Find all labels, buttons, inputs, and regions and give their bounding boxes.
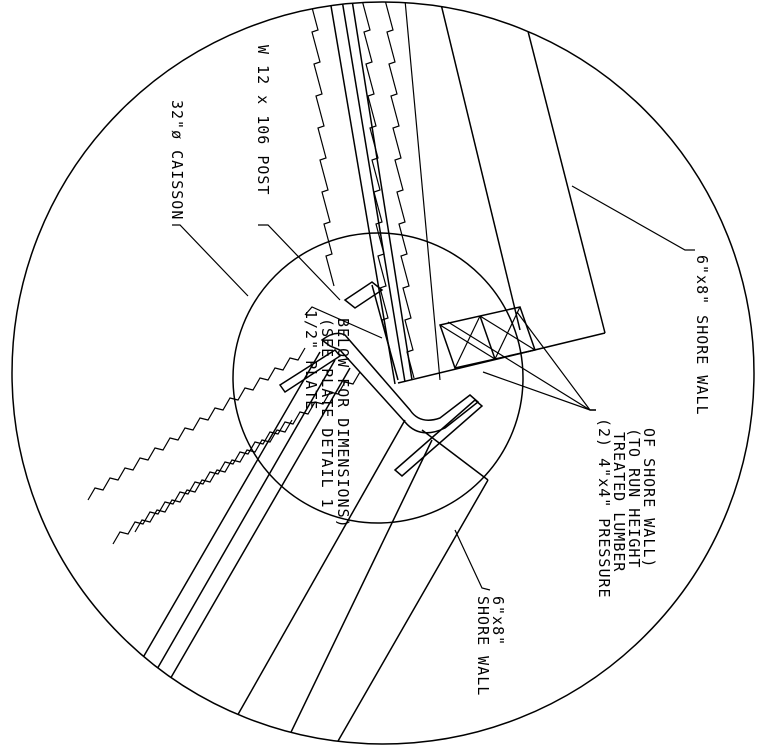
shore-wall-bottom-label: 6"x8" SHORE WALL [474,596,507,696]
shore-wall-bottom-label-line2: SHORE WALL [474,596,492,696]
lumber-label-line3: (TO RUN HEIGHT [625,428,643,568]
plate-connection [278,281,484,477]
plate-label-line2: (SEE PLATE DETAIL 1 [318,318,336,509]
upper-shore-wall [397,2,606,384]
plate-label-line1: 1/2" PLATE [302,310,320,410]
plate-label: 1/2" PLATE (SEE PLATE DETAIL 1 BELOW FOR… [302,310,352,529]
upper-post [309,2,441,385]
shore-wall-bottom-label-line1: 6"x8" [489,596,507,646]
lumber-label-line1: (2) 4"x4" PRESSURE [595,418,613,599]
caisson-label-text: 32"ø CAISSON [168,100,186,220]
plate-label-line3: BELOW FOR DIMENSIONS) [334,318,352,529]
lumber-label-line4: OF SHORE WALL) [640,428,658,568]
post-label: W 12 x 106 POST [254,45,272,195]
lower-post [87,347,361,701]
caisson-circle [232,232,524,524]
lumber-label: (2) 4"x4" PRESSURE TREATED LUMBER (TO RU… [595,418,658,599]
shore-wall-top-label: 6"x8" SHORE WALL [693,255,711,416]
post-label-text: W 12 x 106 POST [254,45,272,195]
caisson-label: 32"ø CAISSON [168,100,186,220]
lumber-blocks [439,306,536,369]
shore-wall-top-label-text: 6"x8" SHORE WALL [693,255,711,416]
lumber-label-line2: TREATED LUMBER [610,432,628,572]
lower-shore-wall [214,419,489,744]
leaders [172,185,695,591]
detail-boundary-circle [11,1,755,745]
